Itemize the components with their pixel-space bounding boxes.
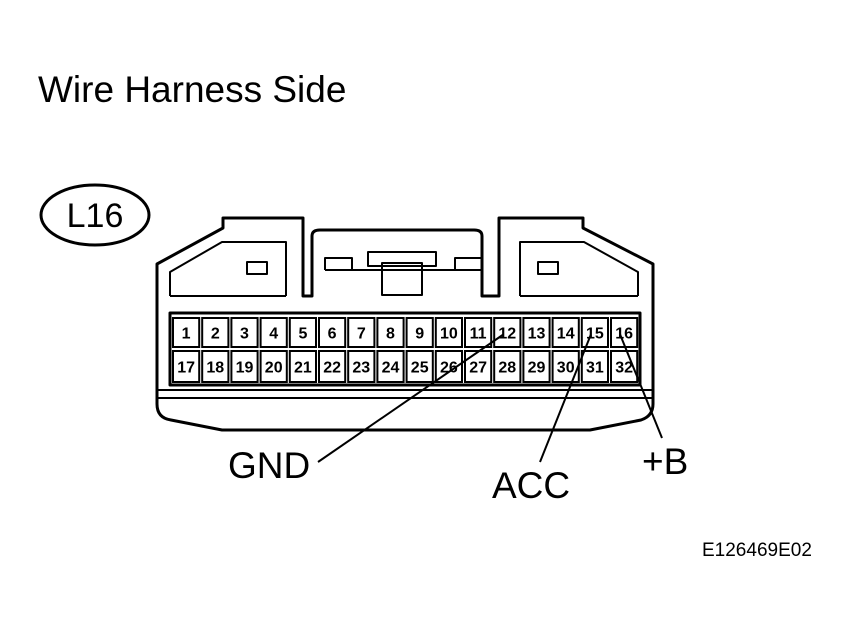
pin-cell-5 bbox=[288, 317, 317, 348]
pin-cell-20 bbox=[259, 350, 288, 383]
pin-cell-21 bbox=[288, 350, 317, 383]
pin-number-23: 23 bbox=[352, 360, 370, 377]
callout-label-12: GND bbox=[228, 445, 310, 486]
pin-number-1: 1 bbox=[182, 326, 191, 343]
pin-cell-17 bbox=[172, 350, 201, 383]
pin-cell-6 bbox=[318, 317, 347, 348]
pin-cell-1 bbox=[172, 317, 201, 348]
pin-number-11: 11 bbox=[470, 326, 487, 343]
pin-number-5: 5 bbox=[298, 326, 307, 343]
pin-number-3: 3 bbox=[240, 326, 249, 343]
pin-number-8: 8 bbox=[386, 326, 395, 343]
pin-cell-7 bbox=[347, 317, 376, 348]
pin-cell-9 bbox=[405, 317, 434, 348]
pin-number-28: 28 bbox=[498, 360, 516, 377]
pin-number-24: 24 bbox=[382, 360, 400, 377]
pin-cell-15 bbox=[580, 317, 609, 348]
pin-number-2: 2 bbox=[211, 326, 220, 343]
pin-number-14: 14 bbox=[557, 326, 575, 343]
connector-id-badge bbox=[39, 183, 151, 247]
pin-cell-3 bbox=[230, 317, 259, 348]
pin-cell-12 bbox=[493, 317, 522, 348]
pin-number-13: 13 bbox=[528, 326, 546, 343]
pin-number-31: 31 bbox=[586, 360, 604, 377]
reference-code: E126469E02 bbox=[702, 540, 812, 561]
pin-number-30: 30 bbox=[557, 360, 575, 377]
pin-cell-22 bbox=[318, 350, 347, 383]
pin-number-9: 9 bbox=[415, 326, 424, 343]
pin-number-17: 17 bbox=[177, 360, 195, 377]
pin-cell-14 bbox=[551, 317, 580, 348]
pin-number-7: 7 bbox=[357, 326, 366, 343]
pin-number-4: 4 bbox=[269, 326, 278, 343]
pin-cell-11 bbox=[464, 317, 493, 348]
pin-number-22: 22 bbox=[323, 360, 341, 377]
pin-number-16: 16 bbox=[615, 326, 633, 343]
pin-number-21: 21 bbox=[294, 360, 312, 377]
pin-cell-4 bbox=[259, 317, 288, 348]
callout-leaders: GND ACC +B bbox=[228, 333, 688, 506]
leader-line-16 bbox=[619, 334, 663, 439]
callout-label-15: ACC bbox=[492, 465, 570, 506]
pin-number-19: 19 bbox=[236, 360, 254, 377]
connector-id-label: L16 bbox=[67, 197, 124, 235]
pin-cell-23 bbox=[347, 350, 376, 383]
pin-number-27: 27 bbox=[469, 360, 487, 377]
diagram-title: Wire Harness Side bbox=[38, 69, 347, 110]
pin-cell-13 bbox=[522, 317, 551, 348]
pin-cell-10 bbox=[434, 317, 463, 348]
leader-line-12 bbox=[317, 333, 504, 463]
connector-housing bbox=[155, 216, 655, 432]
leader-line-15 bbox=[539, 334, 592, 463]
pin-cell-19 bbox=[230, 350, 259, 383]
pin-number-18: 18 bbox=[206, 360, 224, 377]
pin-cell-28 bbox=[493, 350, 522, 383]
pin-cell-24 bbox=[376, 350, 405, 383]
pin-cell-29 bbox=[522, 350, 551, 383]
pin-cell-18 bbox=[201, 350, 230, 383]
pin-cell-31 bbox=[580, 350, 609, 383]
pin-number-32: 32 bbox=[615, 360, 633, 377]
callout-label-16: +B bbox=[642, 441, 688, 482]
pin-cell-2 bbox=[201, 317, 230, 348]
pin-number-20: 20 bbox=[265, 360, 283, 377]
pin-cell-25 bbox=[405, 350, 434, 383]
pin-number-29: 29 bbox=[528, 360, 546, 377]
pin-number-6: 6 bbox=[328, 326, 337, 343]
pin-number-25: 25 bbox=[411, 360, 429, 377]
pin-cell-8 bbox=[376, 317, 405, 348]
pin-number-10: 10 bbox=[440, 326, 458, 343]
pin-cell-32 bbox=[610, 350, 639, 383]
pin-number-12: 12 bbox=[498, 326, 516, 343]
pin-number-26: 26 bbox=[440, 360, 458, 377]
